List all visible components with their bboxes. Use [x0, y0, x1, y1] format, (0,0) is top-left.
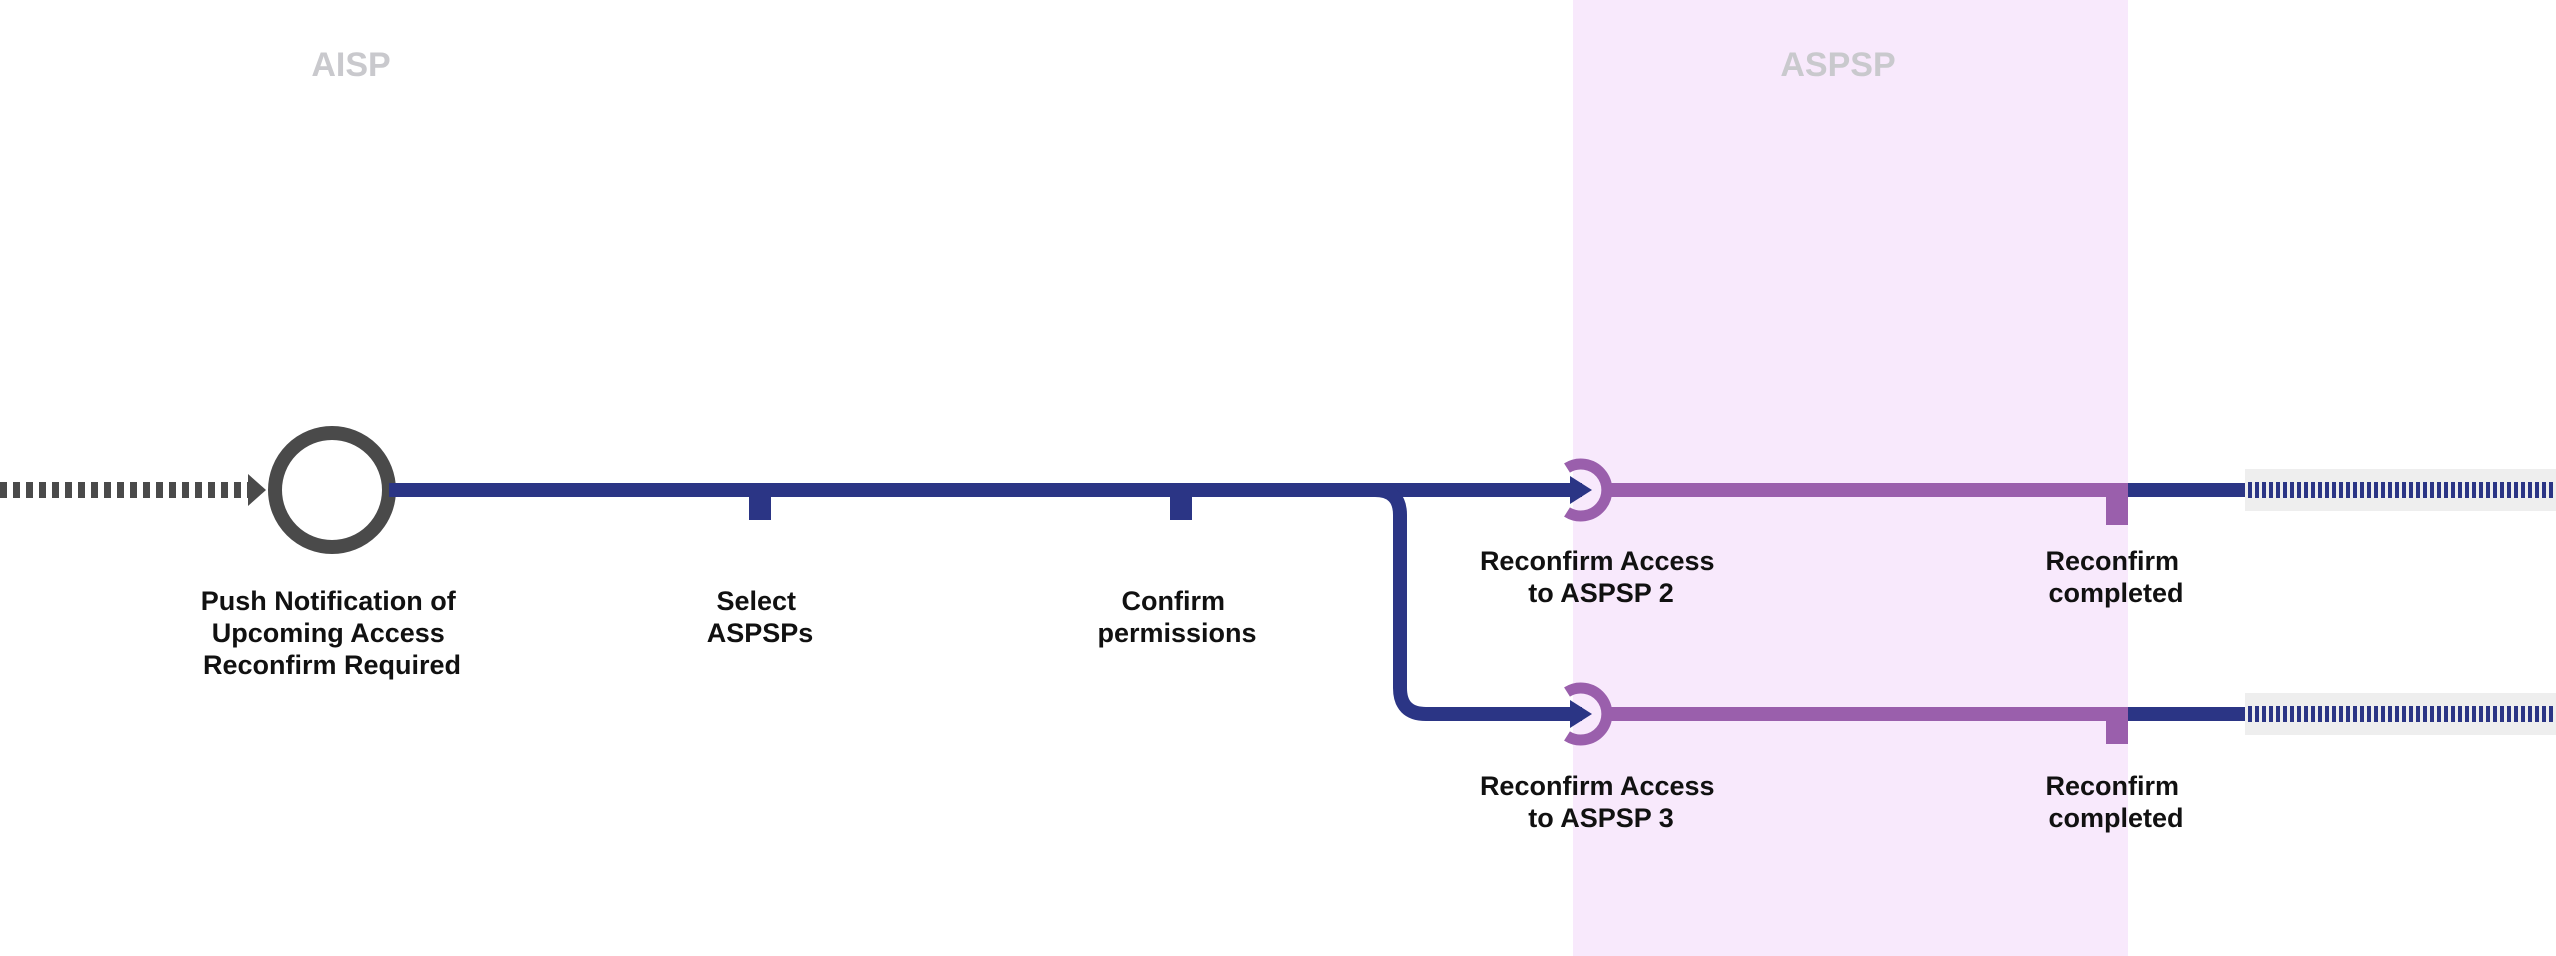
reconfirm-access-aspsp-3-label: Reconfirm Access to ASPSP 3 [1480, 771, 1722, 833]
start-event-label: Push Notification of Upcoming Access Rec… [201, 586, 464, 680]
confirm-permissions-label: Confirm permissions [1097, 586, 1256, 648]
aspsp-lane-background [1573, 0, 2128, 956]
reconfirm-completed-3-label: Reconfirm completed [2045, 771, 2186, 833]
reconfirm-completed-3-marker [2106, 714, 2128, 744]
arrow-to-aspsp-2-icon [1570, 476, 1592, 504]
start-event-circle [268, 426, 396, 554]
aspsp-lane-title: ASPSP [1780, 46, 1895, 84]
reconfirm-completed-2-marker [2106, 490, 2128, 525]
incoming-arrow-head-icon [248, 474, 266, 506]
continuation-2-background [2245, 469, 2556, 511]
aisp-lane-title: AISP [311, 46, 390, 84]
reconfirm-access-aspsp-2-label: Reconfirm Access to ASPSP 2 [1480, 546, 1722, 608]
branch-flow-line [1374, 483, 1582, 721]
confirm-permissions-marker [1170, 490, 1192, 520]
reconfirm-completed-2-label: Reconfirm completed [2045, 546, 2186, 608]
arrow-to-aspsp-3-icon [1570, 700, 1592, 728]
select-aspsps-label: Select ASPSPs [707, 586, 814, 648]
select-aspsps-marker [749, 490, 771, 520]
continuation-3-background [2245, 693, 2556, 735]
